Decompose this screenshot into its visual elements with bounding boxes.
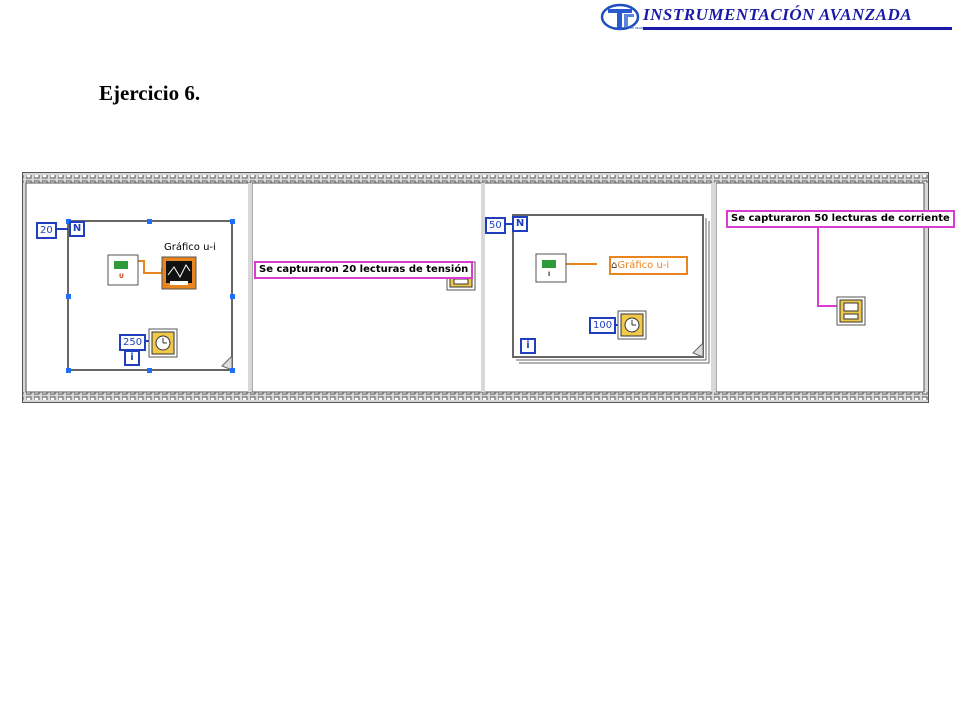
course-title: INSTRUMENTACIÓN AVANZADA <box>643 5 913 24</box>
sequence-frame-outline <box>22 172 929 403</box>
home-icon: ⌂ <box>611 260 618 271</box>
logo-text: FACULTAD DE INGENIERÍA <box>614 26 653 30</box>
voltage-message-constant[interactable]: Se capturaron 20 lecturas de tensión <box>254 261 474 279</box>
header: FACULTAD DE INGENIERÍA INSTRUMENTACIÓN A… <box>600 0 960 34</box>
current-terminal-label: I <box>548 271 551 278</box>
header-underline <box>643 27 952 30</box>
iteration-terminal: i <box>124 350 140 366</box>
loop-count-constant[interactable]: 20 <box>36 222 57 239</box>
wait-ms-constant[interactable]: 250 <box>119 334 147 351</box>
loop-count-terminal: N <box>69 221 85 237</box>
flat-sequence-structure: 20 N U Gráfico u-i 250 i Se capturaron 2… <box>22 172 955 403</box>
iteration-terminal: i <box>520 338 536 354</box>
faculty-logo-icon <box>600 3 640 31</box>
graph-reference-label: Gráfico u-i <box>617 260 670 271</box>
current-message-constant[interactable]: Se capturaron 50 lecturas de corriente <box>726 210 955 228</box>
loop-count-constant[interactable]: 50 <box>485 217 506 234</box>
loop-count-terminal: N <box>512 216 528 232</box>
voltage-terminal-label: U <box>119 273 124 280</box>
graph-property-node[interactable]: ⌂Gráfico u-i <box>609 256 688 275</box>
wait-ms-constant[interactable]: 100 <box>589 317 617 334</box>
page-title: Ejercicio 6. <box>99 81 201 105</box>
graph-label: Gráfico u-i <box>164 242 216 253</box>
